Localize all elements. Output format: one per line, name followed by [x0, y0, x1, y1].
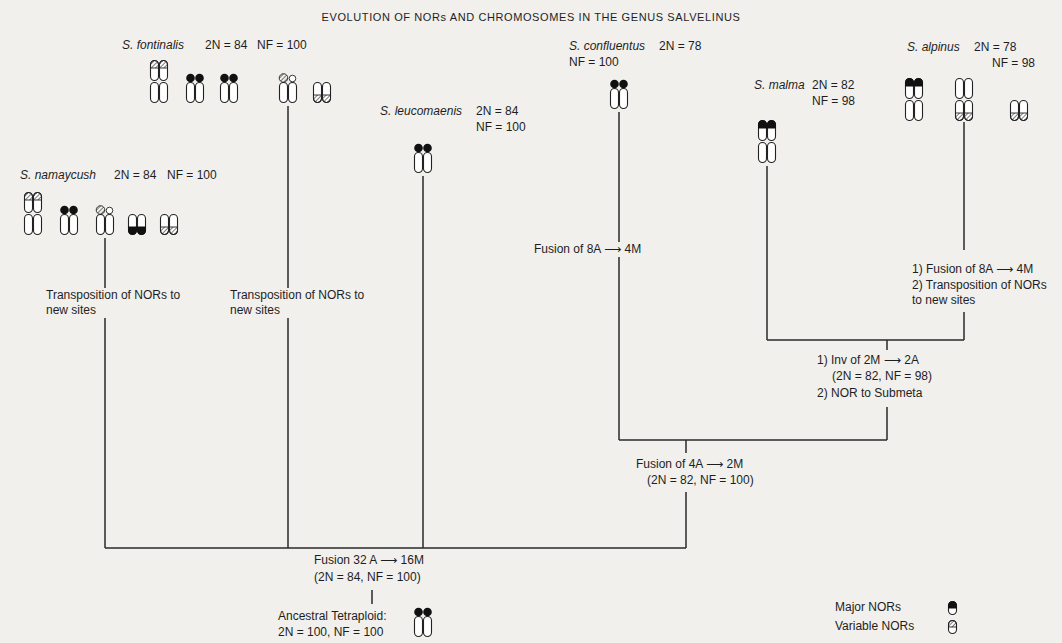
arm-number: NF = 100: [474, 120, 528, 135]
chromosomes-fontinalis: [151, 61, 331, 103]
event-note: (2N = 82, NF = 100): [645, 473, 756, 488]
event-note: (2N = 82, NF = 98): [830, 369, 934, 384]
chromosome-count: 2N = 84: [203, 38, 249, 53]
event-note: Fusion of 8A ⟶ 4M: [532, 242, 643, 257]
tree-lines: [105, 106, 964, 604]
event-note: Transposition of NORs to new sites: [228, 288, 377, 318]
event-note: 1) Inv of 2M ⟶ 2A: [815, 353, 921, 368]
arm-number: NF = 98: [810, 94, 857, 109]
event-note: 2) Transposition of NORs to new sites: [910, 278, 1054, 308]
event-note: Fusion of 4A ⟶ 2M: [634, 457, 745, 472]
species-name: S. confluentus: [567, 39, 647, 54]
chromosomes-leucomaenis: [414, 144, 432, 173]
ancestor-note: Ancestral Tetraploid:: [276, 609, 389, 624]
chromosome-count: 2N = 84: [474, 104, 520, 119]
species-name: S. alpinus: [905, 40, 962, 55]
event-note: 2) NOR to Submeta: [815, 386, 924, 401]
species-name: S. namaycush: [18, 168, 98, 183]
event-note: (2N = 84, NF = 100): [312, 570, 423, 585]
arm-number: NF = 100: [165, 168, 219, 183]
chromosomes-alpinus: [906, 79, 1028, 121]
chromosomes-namaycush: [25, 193, 178, 235]
legend-symbols: [949, 602, 957, 634]
diagram-title: EVOLUTION OF NORs AND CHROMOSOMES IN THE…: [0, 10, 1062, 25]
arm-number: NF = 98: [990, 56, 1037, 71]
event-note: 1) Fusion of 8A ⟶ 4M: [910, 262, 1035, 277]
event-note: Transposition of NORs to new sites: [44, 288, 193, 318]
species-name: S. malma: [752, 78, 807, 93]
chromosomes-malma: [759, 121, 776, 163]
chromosome-count: 2N = 84: [112, 168, 158, 183]
legend-text: Major NORs: [833, 600, 903, 615]
arm-number: NF = 100: [255, 38, 309, 53]
chromosomes-confluentus: [610, 80, 628, 109]
arm-number: NF = 100: [567, 55, 621, 70]
species-name: S. leucomaenis: [378, 104, 464, 119]
event-note: Fusion 32 A ⟶ 16M: [312, 553, 426, 568]
chromosome-count: 2N = 78: [657, 39, 703, 54]
chromosome-count: 2N = 78: [972, 40, 1018, 55]
species-name: S. fontinalis: [120, 38, 186, 53]
legend-text: Variable NORs: [833, 619, 916, 634]
ancestor-note: 2N = 100, NF = 100: [276, 625, 385, 640]
chromosome-count: 2N = 82: [810, 78, 856, 93]
chromosomes-ancestral: [414, 608, 432, 637]
